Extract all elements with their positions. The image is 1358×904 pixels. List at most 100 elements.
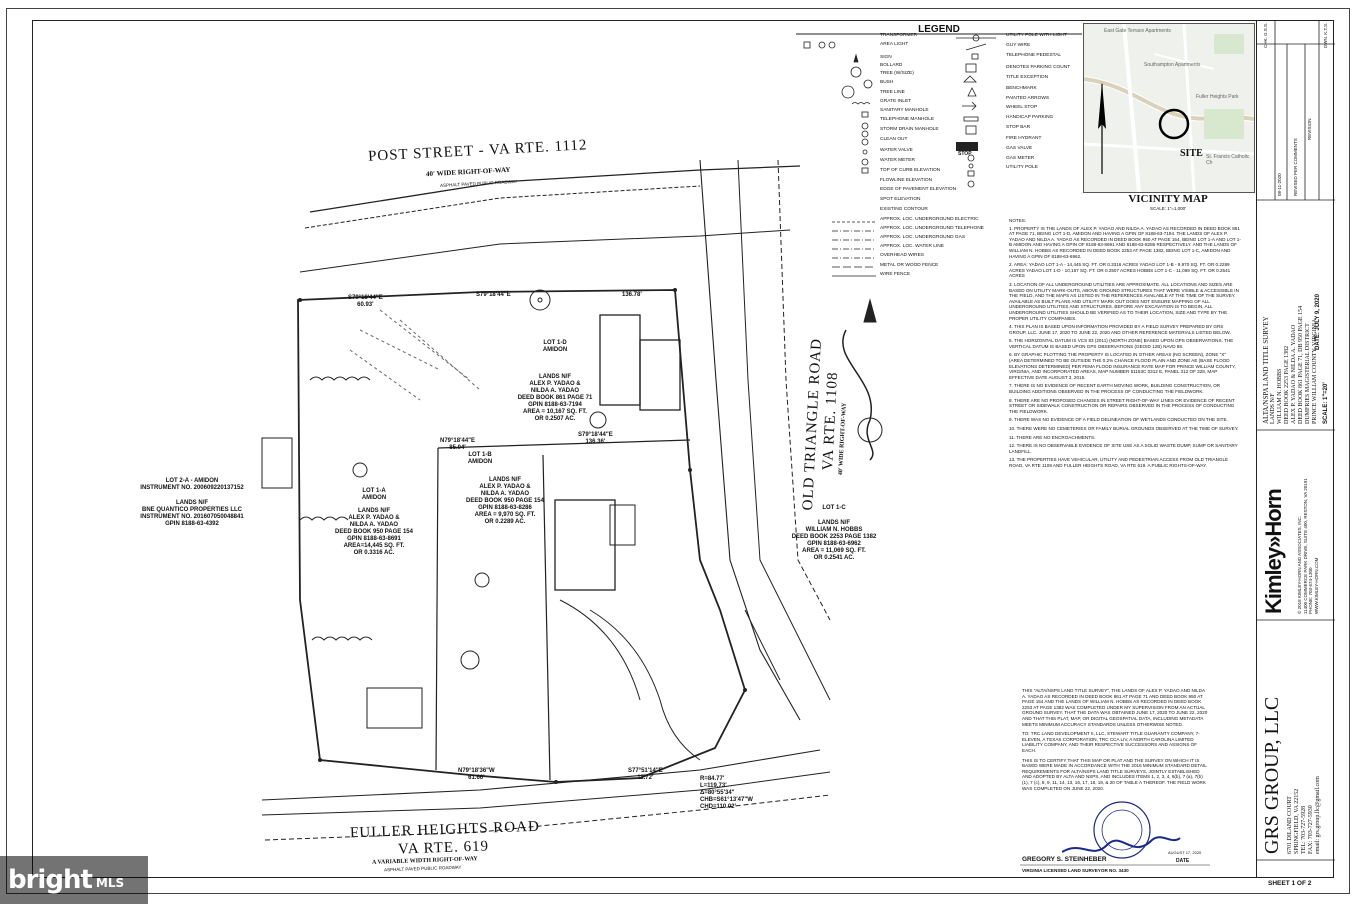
legend-item: EXISTING CONTOUR — [880, 207, 928, 212]
legend-item: BUSH — [880, 80, 894, 85]
legend-item: CLEAN OUT — [880, 137, 908, 142]
legend-title: LEGEND — [918, 24, 960, 35]
legend: LEGEND STOP TRANSFORMER — [796, 22, 1082, 282]
legend-item: WATER METER — [880, 158, 915, 163]
legend-item: BOLLARD — [880, 63, 903, 68]
legend-item: TELEPHONE PEDESTAL — [1006, 53, 1062, 58]
map-place: Southampton Apartments — [1144, 62, 1201, 68]
stop-label: STOP — [958, 151, 972, 157]
title-block: CHK. G.S.S. DWN. K.T.S. REVISED PER COMM… — [1256, 20, 1335, 878]
cert-paragraph: TO: TRC LAND DEVELOPMENT II, LLC, STEWAR… — [1022, 731, 1200, 753]
note-item: 4. THIS PLAN IS BASED UPON INFORMATION P… — [1009, 324, 1231, 335]
vicinity-map-title: VICINITY MAP — [1128, 193, 1208, 205]
bearing-label: S79°18'44"E — [476, 292, 511, 298]
note-item: 11. THERE ARE NO ENCROACHMENTS. — [1009, 434, 1096, 440]
cert-paragraph: THIS IS TO CERTIFY THAT THIS MAP OR PLAT… — [1022, 757, 1207, 791]
note-item: 12. THERE IS NO OBSERVABLE EVIDENCE OF S… — [1009, 443, 1238, 454]
map-place: East Gate Terrace Apartments — [1104, 28, 1171, 34]
note-item: 8. THERE ARE NO PROPOSED CHANGES IN STRE… — [1009, 397, 1235, 414]
legend-item: TOP OF CURB ELEVATION — [880, 168, 941, 173]
legend-item: EDGE OF PAVEMENT ELEVATION — [880, 187, 957, 192]
legend-item: SANITARY MANHOLE — [880, 108, 929, 113]
legend-item: BENCHMARK — [1006, 86, 1037, 91]
map-place: Fuller Heights Park — [1196, 94, 1239, 100]
kimley-horn-address: © 2018 KIMLEY-HORN AND ASSOCIATES, INC. … — [1297, 478, 1319, 614]
legend-item: TELEPHONE MANHOLE — [880, 117, 935, 122]
note-item: 6. BY GRAPHIC PLOTTING THE PROPERTY IS L… — [1009, 352, 1236, 380]
legend-item: OVERHEAD WIRES — [880, 253, 924, 258]
legend-item: FIRE HYDRANT — [1006, 136, 1042, 141]
legend-item: TRANSFORMER — [880, 33, 918, 38]
legend-item: TITLE EXCEPTION — [1006, 75, 1049, 80]
vicinity-map-scale: SCALE: 1"=1,000' — [1149, 206, 1187, 211]
drawing-frame — [32, 20, 1334, 878]
survey-plan-drawing — [261, 159, 883, 841]
sheet-number: SHEET 1 OF 2 — [1268, 880, 1312, 887]
legend-item: GAS METER — [1006, 156, 1035, 161]
note-item: 9. THERE WAS NO EVIDENCE OF A FIELD DELI… — [1009, 417, 1228, 423]
certification: THIS "ALTA/NSPS LAND TITLE SURVEY", THE … — [1022, 688, 1208, 791]
surveyor-license: VIRGINIA LICENSED LAND SURVEYOR NO. 3430 — [1022, 868, 1129, 873]
bearing-label: 136.78' — [622, 292, 642, 298]
legend-item: APPROX. LOC. UNDERGROUND ELECTRIC — [880, 217, 979, 222]
project-date: DATE: JULY 9, 2020 — [1315, 294, 1321, 350]
legend-item: STORM DRAIN MANHOLE — [880, 127, 939, 132]
legend-item: HANDICAP PARKING — [1006, 115, 1054, 120]
project-scale: SCALE: 1"=20' — [1323, 382, 1329, 424]
legend-item: GUY WIRE — [1006, 43, 1031, 48]
surveyor-seal — [1062, 801, 1181, 859]
note-item: 5. THE HORIZONTAL DATUM IS VCS 83 (2011)… — [1009, 338, 1234, 349]
revision-label: REVISION — [1307, 118, 1312, 140]
legend-item: AREA LIGHT — [880, 42, 909, 47]
signature-date: AUGUST 17, 2020 — [1168, 850, 1202, 855]
legend-item: PAINTED ARROWS — [1006, 96, 1050, 101]
notes-header: NOTES: — [1009, 218, 1027, 223]
legend-item: GAS VALVE — [1006, 146, 1033, 151]
legend-item: SPOT ELEVATION — [880, 197, 921, 202]
check-label: CHK. G.S.S. — [1263, 22, 1268, 48]
note-item: 7. THERE IS NO EVIDENCE OF RECENT EARTH … — [1009, 383, 1221, 395]
revision-date: 08-11-2020 — [1277, 173, 1282, 196]
project-title: ALTA/NSPA LAND TITLE SURVEY LANDS N/F WI… — [1262, 305, 1318, 424]
legend-item: TREE (W/SIZE) — [880, 71, 914, 76]
cert-paragraph: THIS "ALTA/NSPS LAND TITLE SURVEY", THE … — [1022, 688, 1208, 727]
legend-item: APPROX. LOC. UNDERGROUND TELEPHONE — [880, 226, 984, 231]
legend-item: SIGN — [880, 55, 892, 60]
legend-item: WIRE FENCE — [880, 272, 911, 277]
note-item: 3. LOCATION OF ALL UNDERGROUND UTILITIES… — [1009, 281, 1239, 321]
legend-item: DENOTES PARKING COUNT — [1006, 65, 1071, 70]
watermark-brand: bright — [8, 865, 93, 895]
legend-item: METAL OR WOOD FENCE — [880, 263, 939, 268]
legend-item: STOP BAR — [1006, 125, 1031, 130]
legend-item: TREE LINE — [880, 90, 905, 95]
note-item: 2. AREA: YADAO LOT 1-A - 14,445 SQ. FT. … — [1009, 262, 1231, 279]
note-item: 10. THERE WERE NO CEMETERIES OR FAMILY B… — [1009, 426, 1239, 431]
surveyor-name: GREGORY S. STEINHEBER — [1022, 856, 1107, 863]
watermark-mls: MLS — [95, 876, 125, 890]
legend-item: GRATE INLET — [880, 99, 912, 104]
note-item: 1. PROPERTY IS THE LANDS OF ALEX P. YADA… — [1009, 225, 1241, 259]
legend-item: APPROX. LOC. WATER LINE — [880, 244, 944, 249]
map-place: St. Francis Catholic Ch — [1206, 154, 1250, 166]
date-label: DATE — [1176, 858, 1190, 864]
map-site-label: SITE — [1180, 148, 1203, 159]
grs-group-address: 6701 DILAND COURT SPRINGFIELD, VA 22152 … — [1287, 776, 1321, 854]
legend-item: WHEEL STOP — [1006, 105, 1038, 110]
drawn-label: DWN. K.T.S. — [1323, 22, 1328, 48]
curve-data: R=84.77'L=119.73'Δ=80°55'34" CHB=S61°13'… — [700, 776, 753, 810]
legend-item: UTILITY POLE — [1006, 165, 1038, 170]
grs-group-firm: GRS GROUP, LLC — [1261, 696, 1283, 854]
legend-item: FLOWLINE ELEVATION — [880, 178, 933, 183]
bright-mls-watermark: bright MLS — [0, 856, 148, 904]
note-item: 13. THE PROPERTIES HAVE VEHICULAR, UTILI… — [1009, 457, 1229, 468]
